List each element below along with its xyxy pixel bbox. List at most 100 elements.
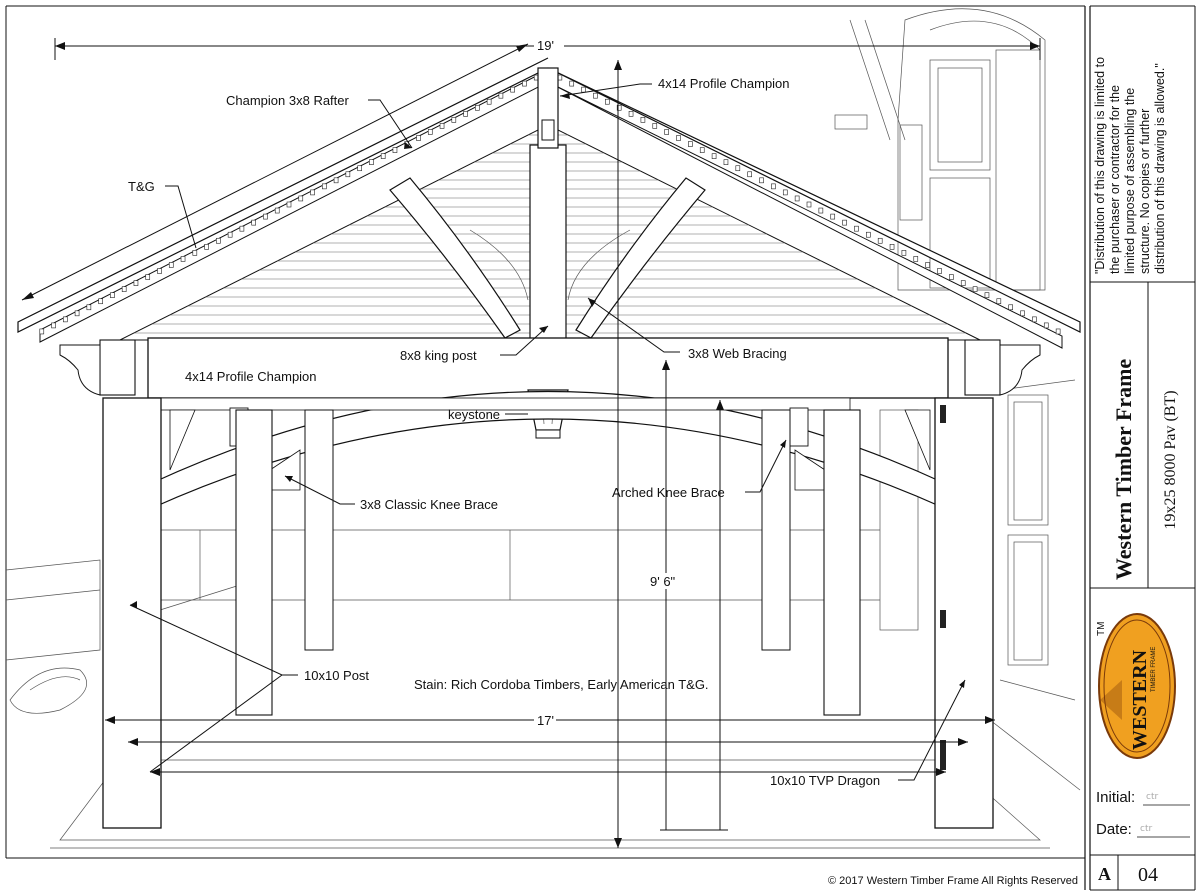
rafter-tail (74, 310, 80, 317)
dim-width-top: 19' (537, 38, 554, 53)
rafter-tail (380, 153, 386, 159)
rafter-tail (830, 213, 836, 220)
rafter-tail (133, 280, 139, 286)
rafter-tail (463, 111, 468, 117)
initial-signature: ctr (1146, 792, 1158, 802)
rafter-tail (960, 280, 966, 286)
date-signature: ctr (1140, 824, 1152, 834)
rafter-tail (227, 231, 233, 238)
rafter-tail (664, 129, 669, 135)
rafter-tail (616, 104, 622, 111)
rafter-tail (735, 165, 741, 172)
rafter-tail (392, 147, 398, 153)
rafter-tail (333, 177, 339, 184)
label-king-post: 8x8 king post (400, 348, 477, 363)
rear-structure (159, 397, 931, 491)
sheet-number: 04 (1138, 864, 1158, 886)
dim-height: 9' 6" (650, 574, 676, 589)
rafter-tail (723, 159, 729, 165)
label-keystone: keystone (448, 407, 500, 422)
rafter-tail (145, 274, 151, 280)
rafter-tail (806, 201, 812, 208)
rafter-tail (216, 237, 221, 244)
rafter-tail (439, 123, 445, 129)
rafter-tail (569, 80, 575, 87)
svg-text:limited purpose of assembling: limited purpose of assembling the (1123, 88, 1137, 274)
label-post: 10x10 Post (304, 668, 369, 683)
rafter-tail (192, 250, 198, 256)
label-web-bracing: 3x8 Web Bracing (688, 346, 787, 361)
rafter-tail (688, 141, 693, 147)
rafter-tail (357, 165, 362, 172)
component-labels: Champion 3x8 Rafter T&G 4x14 Profile Cha… (128, 76, 880, 788)
rafter-tail (274, 207, 280, 214)
dimension-labels: 19' 17' 9' 6" (534, 37, 688, 728)
leader-lines (129, 83, 966, 781)
rafter-tail (581, 86, 586, 93)
rafter-tail (157, 268, 162, 274)
rafter-tail (949, 274, 954, 280)
rafter-tail (794, 195, 800, 202)
rafter-tail (39, 328, 45, 335)
rafter-tail (498, 92, 504, 99)
rafter-tail (676, 135, 681, 141)
rafter-tail (782, 189, 788, 196)
label-tvp: 10x10 TVP Dragon (770, 773, 880, 788)
rafter-tail (298, 195, 304, 202)
label-profile-top: 4x14 Profile Champion (658, 76, 790, 91)
distribution-notice: "Distribution of this drawing is limited… (1093, 57, 1167, 274)
rafter-tail (475, 104, 480, 111)
logo-wordmark: WESTERN (1129, 649, 1151, 750)
rafter-tail (1020, 310, 1025, 317)
rafter-tail (901, 250, 907, 256)
rafter-tail (771, 183, 776, 190)
rafter-tail (121, 286, 127, 292)
rafter-tail (937, 268, 942, 274)
rafter-tail (866, 231, 871, 238)
rafter-tail (1055, 328, 1061, 335)
rafter-tail (972, 286, 978, 292)
rafter-tail (98, 298, 103, 305)
rafter-tail (369, 159, 374, 165)
date-label: Date: (1096, 821, 1132, 838)
rafter-tail (310, 189, 315, 196)
rafter-tail (652, 123, 658, 129)
posts (59, 339, 1041, 829)
rafter-tail (239, 225, 245, 232)
rafter-tail (110, 292, 115, 298)
rafter-tail (86, 304, 92, 311)
rafter-tail (486, 98, 492, 105)
copyright: © 2017 Western Timber Frame All Rights R… (828, 875, 1078, 887)
trademark: TM (1096, 622, 1107, 636)
rafter-tail (510, 86, 515, 93)
rafter-tail (427, 129, 433, 135)
title-block: "Distribution of this drawing is limited… (1090, 5, 1196, 891)
company-name: Western Timber Frame (1111, 359, 1136, 580)
rafter-tail (699, 147, 705, 153)
background-patio (5, 529, 1050, 849)
label-stain: Stain: Rich Cordoba Timbers, Early Ameri… (414, 677, 709, 692)
rafter-tail (63, 316, 68, 323)
rafter-tail (842, 219, 847, 226)
model-number: 19x25 8000 Pav (BT) (1162, 390, 1179, 529)
rafter-tail (263, 213, 268, 220)
rafter-tail (640, 117, 646, 123)
rafter-tail (747, 171, 752, 178)
rafter-tail (889, 244, 895, 250)
rafter-tail (451, 117, 457, 123)
rafter-tail (322, 183, 327, 190)
rafter-tail (51, 322, 56, 329)
rafter-tail (877, 237, 883, 244)
rafter-tails (39, 74, 1061, 335)
background-house (834, 8, 1081, 791)
label-tg: T&G (128, 179, 155, 194)
rafter-tail (984, 292, 990, 298)
rafter-tail (759, 177, 764, 184)
rafter-tail (1032, 316, 1037, 323)
rafter-tail (605, 98, 610, 105)
sheet-letter: A (1098, 864, 1111, 884)
rafter-tail (913, 256, 919, 262)
label-rafter: Champion 3x8 Rafter (226, 93, 350, 108)
svg-text:"Distribution of this drawing: "Distribution of this drawing is limited… (1093, 57, 1107, 274)
rafter-tail (628, 111, 634, 117)
